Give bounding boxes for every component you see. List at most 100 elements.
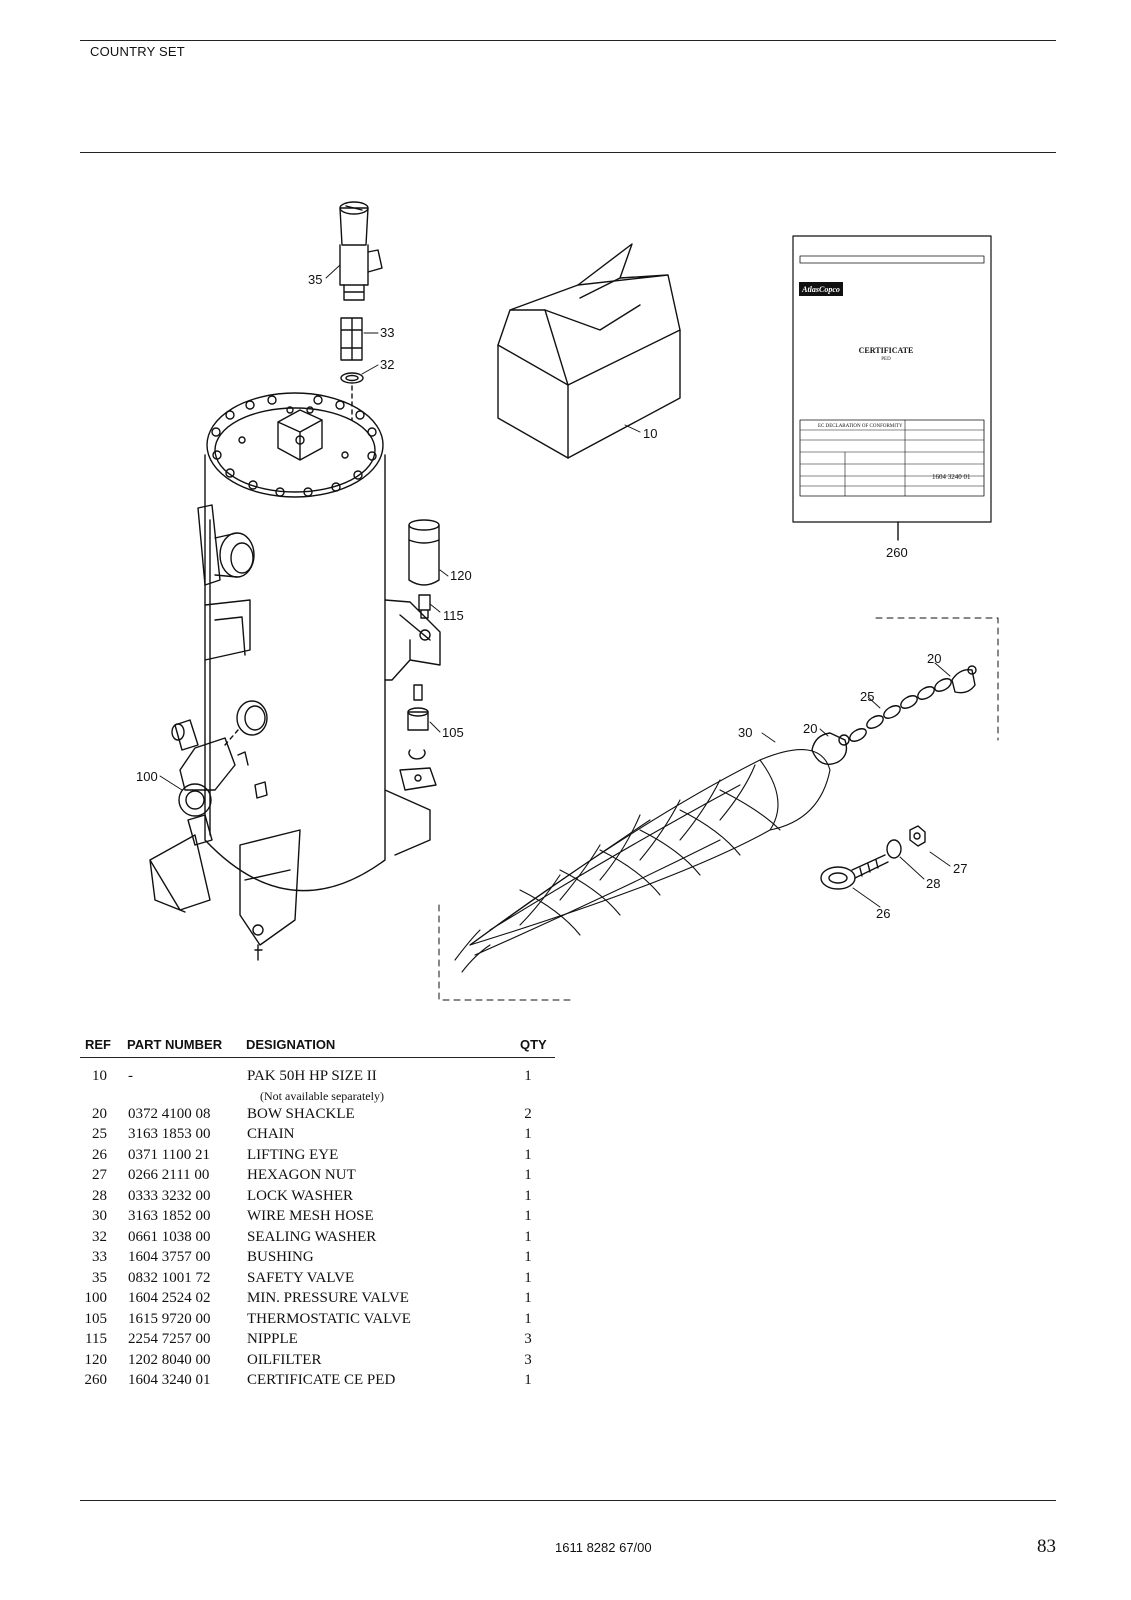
callout-10: 10: [643, 426, 657, 441]
callout-25: 25: [860, 689, 874, 704]
cell-ref: 35: [92, 1269, 107, 1286]
cell-qty: 1: [524, 1126, 532, 1142]
callout-26: 26: [876, 906, 890, 921]
cell-part-number: 1202 8040 00: [128, 1351, 211, 1368]
cell-qty: 1: [524, 1187, 532, 1204]
hexagon-nut-part-27: [909, 825, 926, 847]
parts-table-body: 10 - PAK 50H HP SIZE II 1 (Not available…: [80, 1058, 555, 1393]
certificate-logo: AtlasCopco: [801, 285, 840, 294]
certificate-subtitle: PED: [881, 357, 891, 362]
cell-qty: 1: [524, 1269, 532, 1286]
cell-qty: 1: [524, 1228, 532, 1245]
cell-ref: 28: [92, 1187, 107, 1204]
side-nozzle: [197, 504, 221, 586]
table-row: 30 3163 1852 00 WIRE MESH HOSE 1: [80, 1208, 555, 1229]
cell-part-number: 0661 1038 00: [128, 1228, 211, 1245]
flange-plate: [399, 767, 437, 791]
thermostatic-valve-part-105: [407, 684, 429, 760]
cell-qty: 1: [524, 1208, 532, 1224]
cell-part-number: -: [128, 1068, 133, 1084]
callout-115: 115: [443, 608, 464, 623]
callout-35: 35: [308, 272, 322, 287]
parts-table-header: REF PART NUMBER DESIGNATION QTY: [80, 1037, 555, 1058]
lid-bolts: [211, 395, 377, 497]
table-row: 100 1604 2524 02 MIN. PRESSURE VALVE 1: [80, 1290, 555, 1311]
certificate-document-part-260: [792, 235, 992, 541]
cell-qty: 3: [524, 1331, 532, 1347]
cell-designation: OILFILTER: [247, 1351, 322, 1368]
certificate-part-number: 1604 3240 01: [932, 473, 971, 481]
cell-ref: 20: [92, 1105, 107, 1122]
table-row: 115 2254 7257 00 NIPPLE 3: [80, 1331, 555, 1352]
cell-part-number: 2254 7257 00: [128, 1331, 211, 1347]
cell-qty: 1: [524, 1068, 532, 1084]
cell-qty: 1: [524, 1310, 532, 1327]
cell-designation: NIPPLE: [247, 1331, 298, 1347]
cell-note: (Not available separately): [260, 1088, 384, 1103]
manifold-block: [277, 409, 323, 461]
safety-valve-part-35: [339, 201, 383, 301]
cell-ref: 27: [92, 1167, 107, 1183]
cell-part-number: 1604 3757 00: [128, 1249, 211, 1265]
table-row: 33 1604 3757 00 BUSHING 1: [80, 1249, 555, 1270]
cell-qty: 1: [524, 1249, 532, 1265]
callout-32: 32: [380, 357, 394, 372]
header-qty: QTY: [520, 1037, 547, 1052]
callout-30: 30: [738, 725, 752, 740]
vessel-foot-front: [239, 829, 301, 946]
cell-part-number: 3163 1853 00: [128, 1126, 211, 1142]
cell-designation: CHAIN: [247, 1126, 295, 1142]
footer-page-number: 83: [1037, 1536, 1056, 1557]
callout-100: 100: [136, 769, 158, 784]
table-row: 28 0333 3232 00 LOCK WASHER 1: [80, 1188, 555, 1209]
cell-part-number: 0333 3232 00: [128, 1187, 211, 1204]
header-designation: DESIGNATION: [246, 1037, 336, 1052]
vessel-foot-left: [149, 834, 211, 913]
cell-qty: 1: [524, 1146, 532, 1163]
table-row: 20 0372 4100 08 BOW SHACKLE 2: [80, 1106, 555, 1127]
cell-qty: 1: [524, 1372, 532, 1388]
cell-ref: 26: [92, 1146, 107, 1163]
cell-designation: LOCK WASHER: [247, 1187, 353, 1204]
exploded-parts-illustration: AtlasCopco CERTIFICATE PED EC DECLARATIO…: [136, 201, 999, 1001]
cell-ref: 105: [84, 1310, 108, 1327]
cell-qty: 1: [524, 1290, 532, 1306]
cell-designation: WIRE MESH HOSE: [247, 1208, 374, 1224]
page-header-title: COUNTRY SET: [90, 44, 185, 59]
table-row: 120 1202 8040 00 OILFILTER 3: [80, 1352, 555, 1373]
callout-105: 105: [442, 725, 464, 740]
header-part-number: PART NUMBER: [127, 1037, 223, 1052]
cell-designation: CERTIFICATE CE PED: [247, 1372, 396, 1388]
certificate-declaration: EC DECLARATION OF CONFORMITY: [818, 424, 903, 429]
shipping-box-part-10: [497, 243, 681, 459]
cell-qty: 2: [524, 1105, 532, 1122]
parts-list-table: REF PART NUMBER DESIGNATION QTY 10 - PAK…: [80, 1037, 555, 1393]
cell-part-number: 1615 9720 00: [128, 1310, 211, 1327]
nipple-part-115: [418, 594, 431, 619]
callout-260: 260: [886, 545, 908, 560]
callout-33: 33: [380, 325, 394, 340]
certificate-title: CERTIFICATE: [859, 346, 914, 355]
vessel-foot-right: [384, 789, 431, 856]
header-bottom-rule: [80, 152, 1056, 153]
lock-washer-part-28: [886, 839, 902, 859]
chain-part-25: [849, 678, 952, 742]
cell-designation: SEALING WASHER: [247, 1228, 377, 1245]
cell-ref: 260: [84, 1372, 108, 1388]
cell-part-number: 1604 2524 02: [128, 1290, 211, 1306]
cell-ref: 10: [92, 1068, 107, 1084]
table-row: 25 3163 1853 00 CHAIN 1: [80, 1126, 555, 1147]
cell-ref: 33: [92, 1249, 107, 1265]
cell-designation: MIN. PRESSURE VALVE: [247, 1290, 409, 1306]
cell-part-number: 1604 3240 01: [128, 1372, 211, 1388]
cell-designation: THERMOSTATIC VALVE: [247, 1310, 411, 1327]
table-row: 105 1615 9720 00 THERMOSTATIC VALVE 1: [80, 1311, 555, 1332]
oil-filter-part-120: [408, 519, 440, 586]
bow-shackle-part-20-lower: [811, 732, 850, 765]
wire-mesh-hose-part-30: [454, 749, 831, 973]
cell-ref: 100: [84, 1290, 108, 1306]
header-ref: REF: [85, 1037, 111, 1052]
cell-ref: 120: [84, 1351, 108, 1368]
callout-27: 27: [953, 861, 967, 876]
table-row: 32 0661 1038 00 SEALING WASHER 1: [80, 1229, 555, 1250]
